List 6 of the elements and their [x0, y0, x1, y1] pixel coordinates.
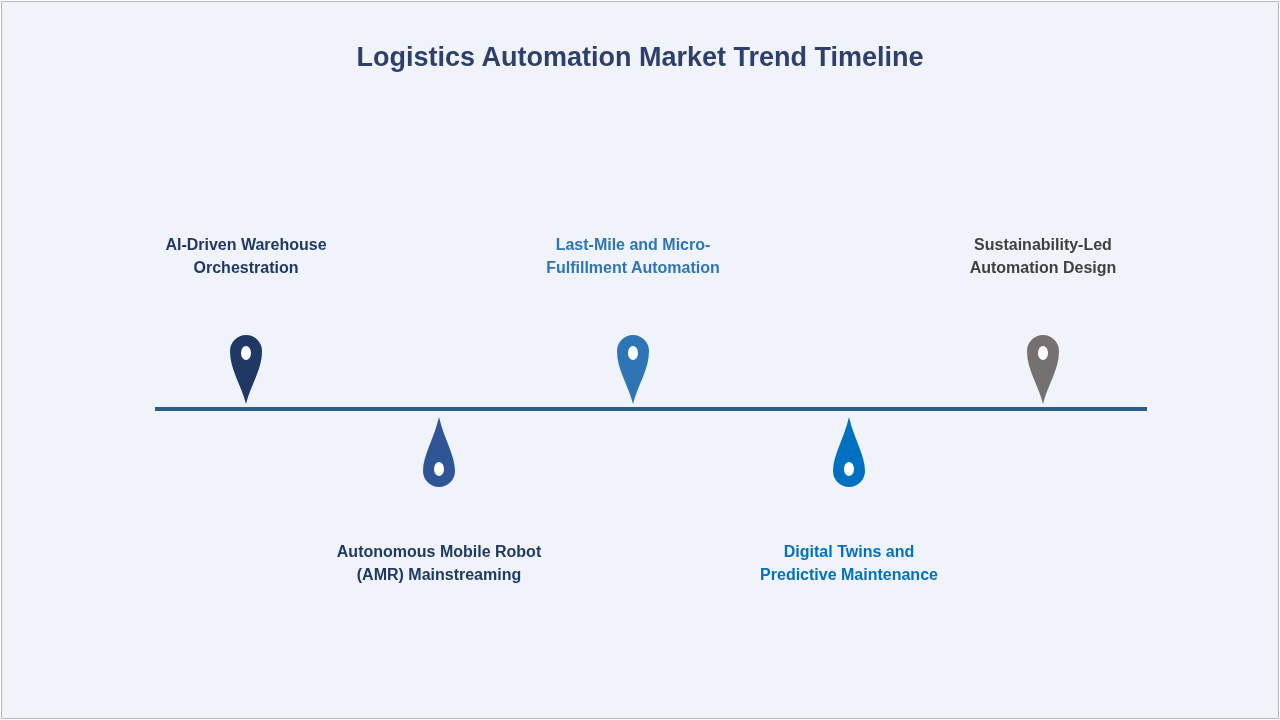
- title: Logistics Automation Market Trend Timeline: [356, 42, 924, 72]
- trend-label: Sustainability-Led Automation Design: [969, 236, 1117, 276]
- trend-label: AI-Driven Warehouse Orchestration: [165, 236, 327, 276]
- trend-label: Autonomous Mobile Robot (AMR) Mainstreaming: [336, 543, 542, 583]
- trend-label: Digital Twins and Predictive Maintenance: [760, 543, 938, 583]
- trend-label: Last-Mile and Micro-Fulfillment Automation: [546, 236, 720, 276]
